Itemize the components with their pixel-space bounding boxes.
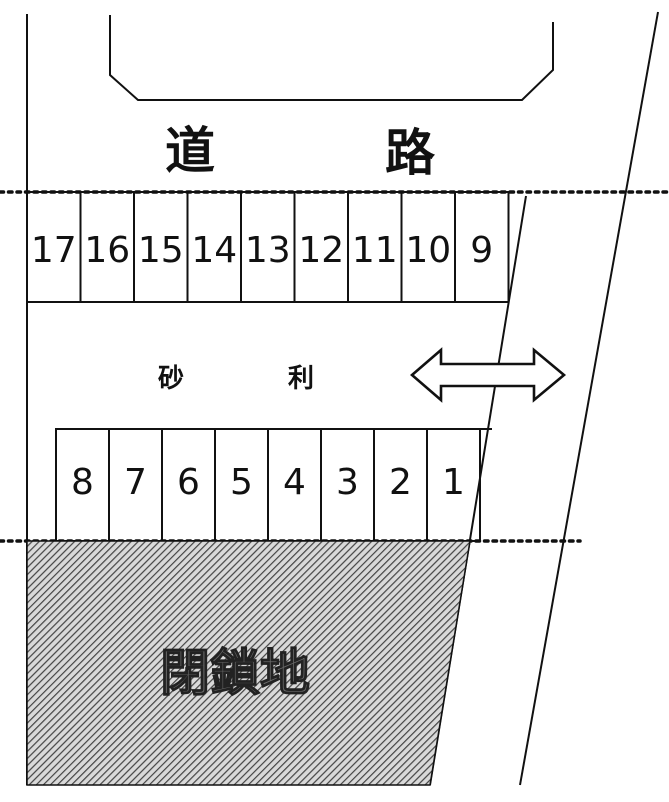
stall-number: 5 [230,462,253,503]
stall-number: 8 [71,462,94,503]
stall-number: 11 [352,230,398,271]
stall-number: 13 [245,230,291,271]
stall-number: 4 [283,462,306,503]
gravel-label-char-1: 砂 [158,364,184,394]
right-road-edge-line [519,11,659,786]
stall-number: 12 [298,230,344,271]
closed-area-label: 閉鎖地 [160,644,310,702]
stall-number: 7 [124,462,147,503]
gravel-label-char-2: 利 [288,364,314,394]
stall-number: 6 [177,462,200,503]
stall-number: 17 [31,230,77,271]
road-outline [109,15,554,101]
stall-number: 15 [138,230,184,271]
stall-number: 14 [191,230,237,271]
stall-number: 16 [84,230,130,271]
stall-number: 9 [470,230,493,271]
road-label-char-2: 路 [385,124,436,182]
stall-number: 3 [336,462,359,503]
closed-area [26,540,471,786]
road-label-char-1: 道 [165,122,215,180]
double-arrow-icon [410,347,567,403]
stall-number: 10 [405,230,451,271]
stall-number: 1 [442,462,465,503]
stall-number: 2 [389,462,412,503]
